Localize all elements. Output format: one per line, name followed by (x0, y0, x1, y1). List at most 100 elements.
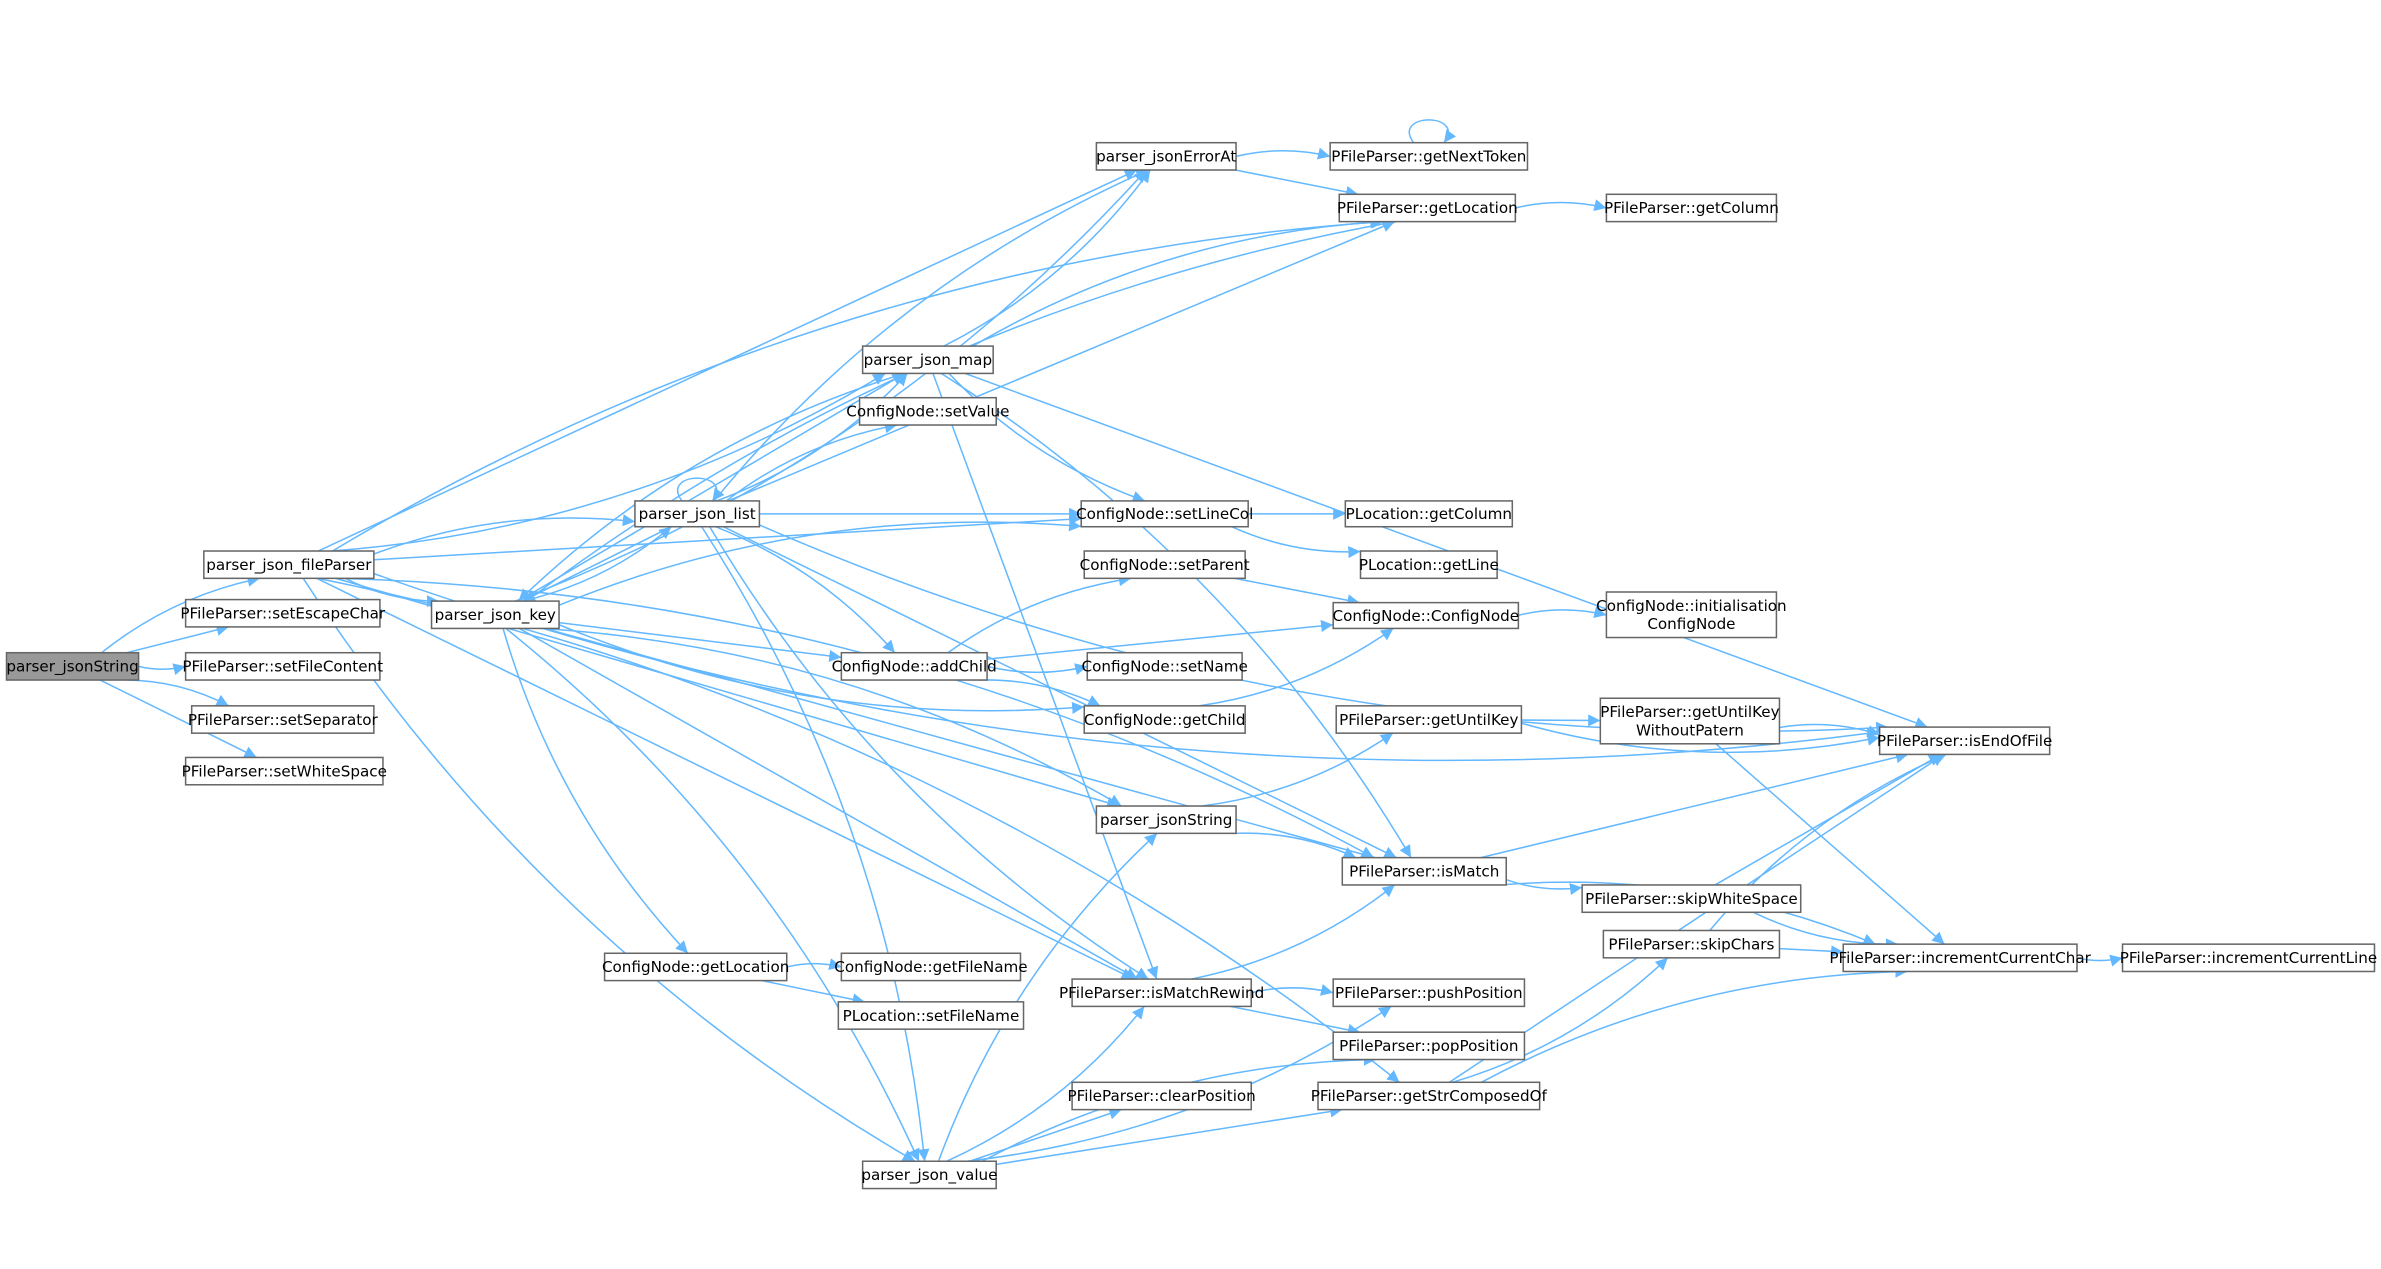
node-errorAt[interactable]: parser_jsonErrorAt (1095, 141, 1237, 171)
node-box (1095, 805, 1237, 835)
node-label: PFileParser::getStrComposedOf (1311, 1087, 1548, 1105)
node-label: ConfigNode::getFileName (834, 958, 1027, 976)
node-setLineCol[interactable]: ConfigNode::setLineCol (1076, 500, 1253, 528)
node-box (861, 345, 994, 375)
node-setFileContent[interactable]: PFileParser::setFileContent (182, 651, 383, 681)
node-clearPosition[interactable]: PFileParser::clearPosition (1068, 1081, 1256, 1111)
node-plGetLine[interactable]: PLocation::getLine (1359, 550, 1499, 580)
node-box (1080, 500, 1249, 528)
node-getColumn[interactable]: PFileParser::getColumn (1604, 193, 1779, 223)
node-map[interactable]: parser_json_map (861, 345, 994, 375)
node-setValue[interactable]: ConfigNode::setValue (846, 396, 1009, 426)
node-box (634, 500, 761, 528)
node-popPosition[interactable]: PFileParser::popPosition (1332, 1031, 1526, 1061)
edge-value-to-getStrComposedOf (996, 1105, 1343, 1166)
node-getLocation[interactable]: PFileParser::getLocation (1337, 193, 1518, 223)
node-setName[interactable]: ConfigNode::setName (1082, 651, 1248, 681)
node-box (1599, 697, 1781, 745)
edge-getUntilKey-to-isEndOfFile (1521, 722, 1880, 754)
node-label: PLocation::getColumn (1346, 505, 1512, 523)
node-label: parser_json_value (861, 1166, 997, 1185)
node-box (1332, 601, 1520, 630)
node-label: ConfigNode::getChild (1084, 711, 1246, 729)
node-incChar[interactable]: PFileParser::incrementCurrentChar (1829, 943, 2092, 973)
node-skipChars[interactable]: PFileParser::skipChars (1602, 929, 1781, 959)
edge-getUntilKeyWP-to-isEndOfFile (1779, 723, 1880, 737)
node-value[interactable]: parser_json_value (861, 1160, 997, 1190)
edge-fileParser-to-setLineCol (373, 513, 1082, 561)
node-isMatchRewind[interactable]: PFileParser::isMatchRewind (1059, 978, 1264, 1008)
edge-configNode-to-initialisation (1518, 606, 1607, 619)
node-plGetColumn[interactable]: PLocation::getColumn (1344, 500, 1514, 528)
edge-fileParser-to-isEndOfFile (373, 572, 1880, 762)
edge-errorAt-to-getLocation (1235, 169, 1359, 198)
edge-key-to-isMatch (544, 627, 1375, 861)
node-configNode[interactable]: ConfigNode::ConfigNode (1332, 601, 1520, 630)
node-box (1359, 550, 1498, 580)
node-setFileName[interactable]: PLocation::setFileName (837, 1001, 1025, 1030)
node-label: ConfigNode::setValue (846, 403, 1009, 421)
node-setSeparator[interactable]: PFileParser::setSeparator (188, 705, 379, 734)
node-label: PFileParser::getUntilKey (1600, 703, 1779, 721)
node-incLine[interactable]: PFileParser::incrementCurrentLine (2120, 943, 2377, 973)
node-box (190, 705, 375, 734)
node-label: PFileParser::clearPosition (1068, 1087, 1256, 1105)
node-label: PFileParser::getUntilKey (1339, 711, 1518, 729)
node-label: ConfigNode (1647, 615, 1735, 633)
node-getFileName[interactable]: ConfigNode::getFileName (834, 952, 1028, 982)
node-box (1332, 1031, 1526, 1061)
edge-list-to-addChild (715, 526, 896, 654)
edge-getStrComposedOf-to-skipChars (1452, 957, 1669, 1084)
node-label: PFileParser::getColumn (1604, 199, 1779, 217)
edge-key-to-list (522, 526, 672, 602)
node-label: PFileParser::isMatchRewind (1059, 984, 1264, 1002)
node-box (1083, 705, 1246, 734)
node-list[interactable]: parser_json_list (634, 500, 761, 528)
node-cnGetLocation[interactable]: ConfigNode::getLocation (602, 952, 789, 982)
edge-isMatch-to-skipWhiteSpace (1505, 878, 1583, 896)
node-box (430, 600, 560, 630)
node-isEndOfFile[interactable]: PFileParser::isEndOfFile (1877, 726, 2052, 756)
node-setParent[interactable]: ConfigNode::setParent (1080, 550, 1250, 580)
node-box (1329, 141, 1529, 171)
node-addChild[interactable]: ConfigNode::addChild (832, 651, 997, 681)
node-label: ConfigNode::ConfigNode (1332, 607, 1519, 625)
edge-value-to-jsonString2 (937, 832, 1158, 1162)
node-setWhiteSpace[interactable]: PFileParser::setWhiteSpace (182, 756, 387, 786)
edge-fileParser-to-getLocation (332, 216, 1384, 552)
edge-value-to-clearPosition (969, 1107, 1122, 1162)
node-box (1071, 1081, 1252, 1111)
node-fileParser[interactable]: parser_json_fileParser (203, 550, 375, 580)
edge-map-to-getLocation (972, 216, 1383, 347)
node-label: PFileParser::isMatch (1349, 863, 1499, 881)
node-box (837, 1001, 1025, 1030)
edge-isMatch-to-isEndOfFile (1480, 751, 1909, 859)
edge-fileParser-to-key (344, 577, 439, 608)
node-getNextToken[interactable]: PFileParser::getNextToken (1329, 141, 1529, 171)
node-label: ConfigNode::getLocation (602, 958, 789, 976)
node-getStrComposedOf[interactable]: PFileParser::getStrComposedOf (1311, 1081, 1548, 1111)
node-getUntilKey[interactable]: PFileParser::getUntilKey (1335, 705, 1523, 734)
node-box (5, 651, 140, 681)
node-setEscapeChar[interactable]: PFileParser::setEscapeChar (180, 598, 386, 628)
node-box (1878, 726, 2051, 756)
node-label: parser_json_list (639, 505, 756, 524)
node-box (2121, 943, 2376, 973)
node-box (1095, 141, 1237, 171)
node-getChild[interactable]: ConfigNode::getChild (1083, 705, 1246, 734)
edge-cnGetLocation-to-getFileName (786, 958, 842, 971)
node-pushPosition[interactable]: PFileParser::pushPosition (1332, 978, 1526, 1008)
node-key[interactable]: parser_json_key (430, 600, 560, 630)
node-label: ConfigNode::addChild (832, 658, 997, 676)
edge-isMatchRewind-to-isMatch (1191, 884, 1396, 980)
node-skipWhiteSpace[interactable]: PFileParser::skipWhiteSpace (1581, 884, 1802, 914)
node-box (1581, 884, 1802, 914)
node-isMatch[interactable]: PFileParser::isMatch (1341, 856, 1507, 886)
node-root[interactable]: parser_jsonString (5, 651, 140, 681)
node-jsonString2[interactable]: parser_jsonString (1095, 805, 1237, 835)
node-box (1071, 978, 1252, 1008)
node-box (184, 756, 384, 786)
